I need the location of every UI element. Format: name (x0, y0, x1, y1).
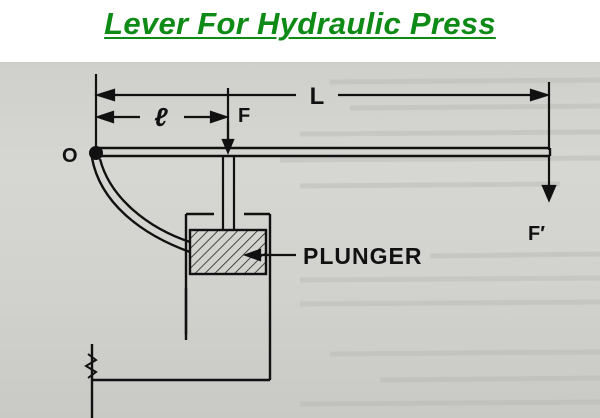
lever-beam (96, 146, 552, 158)
label-F: F (238, 105, 250, 127)
plunger-leader (242, 248, 296, 262)
dimension-l (94, 88, 230, 148)
fulcrum-pivot (89, 146, 103, 160)
cylinder (90, 212, 272, 418)
pipe-break (84, 353, 98, 379)
piston-rod (221, 156, 236, 230)
label-L: L (310, 83, 325, 110)
force-F-prime-arrow (541, 156, 557, 203)
dimension-L (94, 74, 551, 150)
label-l: ℓ (154, 102, 168, 132)
support-arm (90, 157, 191, 254)
label-O: O (62, 145, 78, 167)
diagram-photo: L ℓ F O (0, 62, 600, 418)
label-F-prime: F′ (528, 223, 545, 245)
slide-title: Lever For Hydraulic Press (104, 6, 496, 41)
force-F-arrow (221, 122, 235, 155)
background-text-lines (279, 77, 600, 407)
label-plunger: PLUNGER (303, 243, 422, 269)
lever-diagram: L ℓ F O (62, 74, 600, 418)
